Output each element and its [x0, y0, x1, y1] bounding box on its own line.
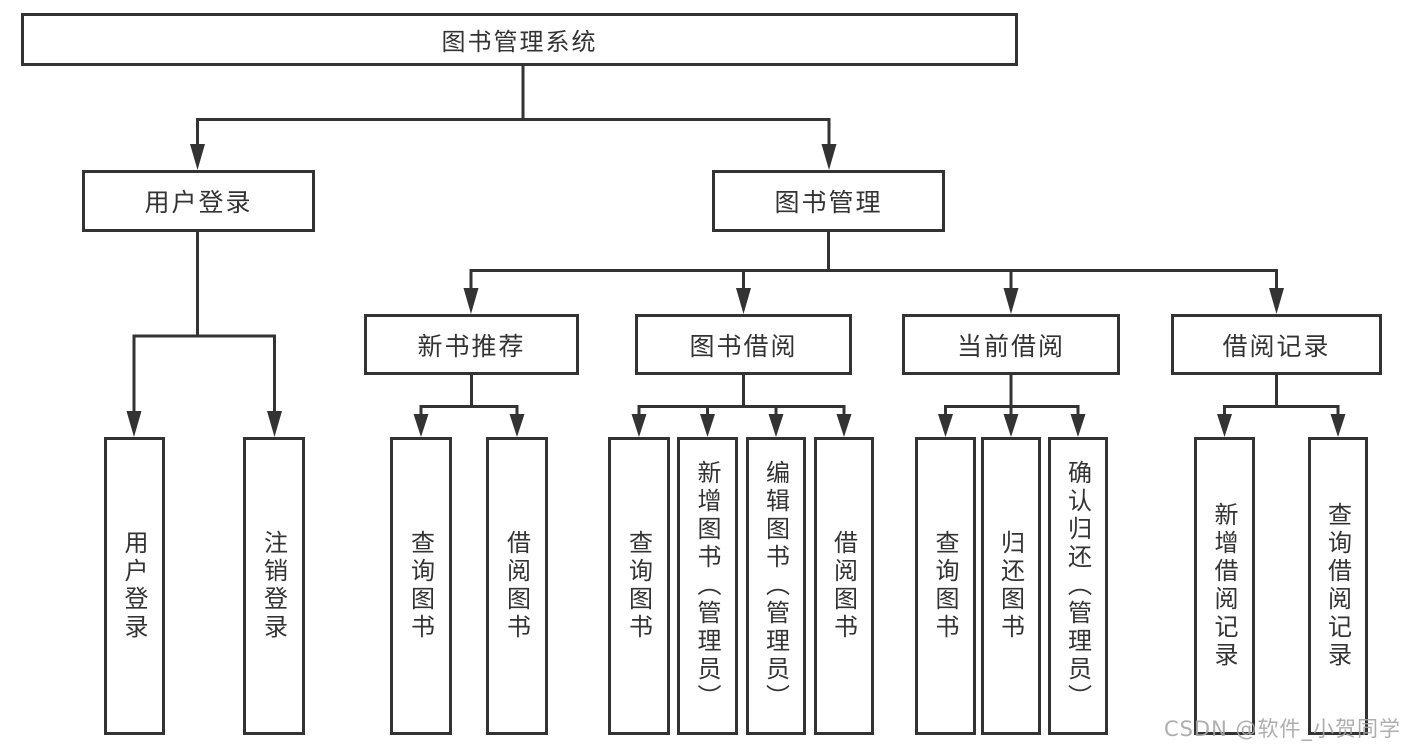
leaf-edit-book-admin: 编辑图书（管理员） [746, 437, 806, 735]
connector-current-borrow [944, 373, 1080, 416]
leaf-query-books-3: 查询图书 [915, 437, 976, 735]
connector-new-book [419, 373, 519, 416]
connector-book-management [469, 231, 1278, 290]
leaf-borrow-books-1: 借阅图书 [486, 437, 548, 735]
leaf-confirm-return-admin: 确认归还（管理员） [1048, 437, 1108, 735]
node-root: 图书管理系统 [21, 13, 1018, 66]
node-book-management: 图书管理 [712, 170, 945, 232]
arrowheads-root [190, 144, 837, 170]
arrowheads-new-book [413, 414, 525, 437]
arrowheads-user-login [126, 411, 282, 437]
node-user-login: 用户登录 [82, 170, 315, 232]
leaf-add-book-admin: 新增图书（管理员） [677, 437, 738, 735]
node-borrow-records: 借阅记录 [1171, 314, 1382, 375]
node-new-book-recommend: 新书推荐 [364, 314, 579, 375]
leaf-query-books-2: 查询图书 [608, 437, 670, 735]
leaf-query-borrow-record: 查询借阅记录 [1308, 437, 1368, 735]
leaf-query-books-1: 查询图书 [390, 437, 452, 735]
node-current-borrow: 当前借阅 [902, 314, 1120, 375]
leaf-user-login: 用户登录 [104, 437, 165, 735]
arrowheads-current-borrow [938, 414, 1086, 437]
csdn-watermark: CSDN @软件_小贺同学 [1163, 717, 1401, 741]
leaf-logout: 注销登录 [243, 437, 305, 735]
node-book-borrow: 图书借阅 [635, 314, 852, 375]
leaf-add-borrow-record: 新增借阅记录 [1194, 437, 1255, 735]
leaf-borrow-books-2: 借阅图书 [814, 437, 874, 735]
connector-user-login [132, 231, 276, 413]
arrowheads-borrow-records [1217, 414, 1346, 437]
arrowheads-book-management [463, 288, 1284, 314]
connector-root [196, 66, 831, 146]
leaf-return-book: 归还图书 [981, 437, 1041, 735]
connector-book-borrow [637, 373, 846, 416]
connector-borrow-records [1223, 373, 1340, 416]
arrowheads-book-borrow [631, 414, 852, 437]
